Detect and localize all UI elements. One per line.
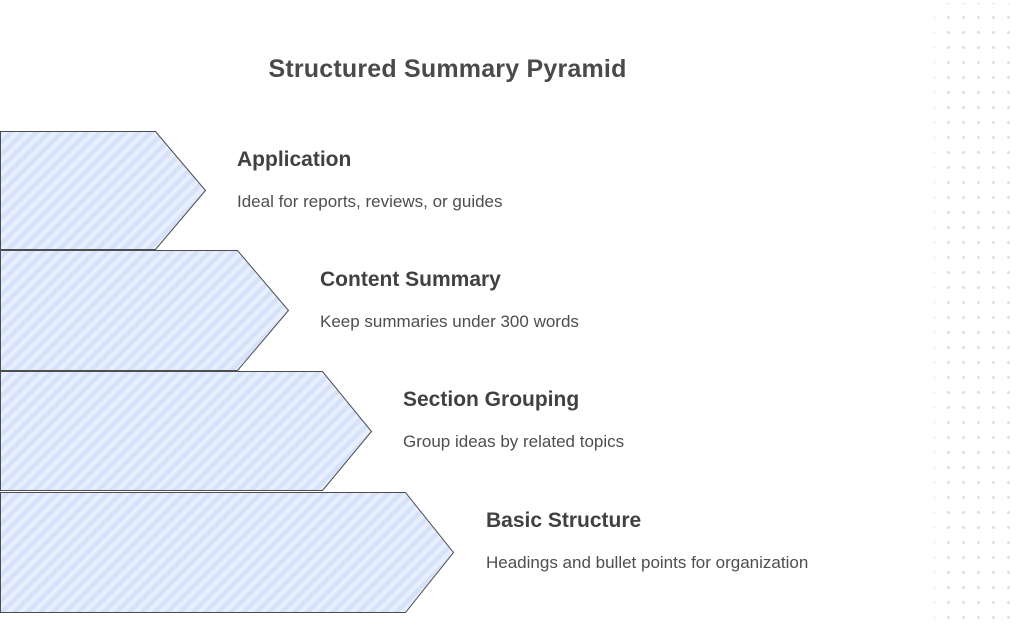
dot-grid-decoration xyxy=(934,3,1018,622)
level-1-title: Application xyxy=(237,148,352,171)
level-1-subtitle: Ideal for reports, reviews, or guides xyxy=(237,192,503,211)
pyramid-arrow-level-4 xyxy=(0,492,455,613)
pyramid-arrow-level-3 xyxy=(0,371,373,491)
level-3-subtitle: Group ideas by related topics xyxy=(403,432,625,451)
level-2-subtitle: Keep summaries under 300 words xyxy=(320,312,579,331)
level-3-text-block: Section Grouping Group ideas by related … xyxy=(403,387,624,452)
level-3-title: Section Grouping xyxy=(403,388,580,411)
level-4-text-block: Basic Structure Headings and bullet poin… xyxy=(486,508,808,573)
level-2-title: Content Summary xyxy=(320,268,501,291)
level-4-title: Basic Structure xyxy=(486,509,642,532)
pyramid-arrow-level-1 xyxy=(0,131,207,250)
level-1-text-block: Application Ideal for reports, reviews, … xyxy=(237,147,503,212)
level-2-text-block: Content Summary Keep summaries under 300… xyxy=(320,267,579,332)
pyramid-arrow-level-2 xyxy=(0,250,290,371)
level-4-subtitle: Headings and bullet points for organizat… xyxy=(486,553,809,572)
diagram-title: Structured Summary Pyramid xyxy=(268,54,627,83)
